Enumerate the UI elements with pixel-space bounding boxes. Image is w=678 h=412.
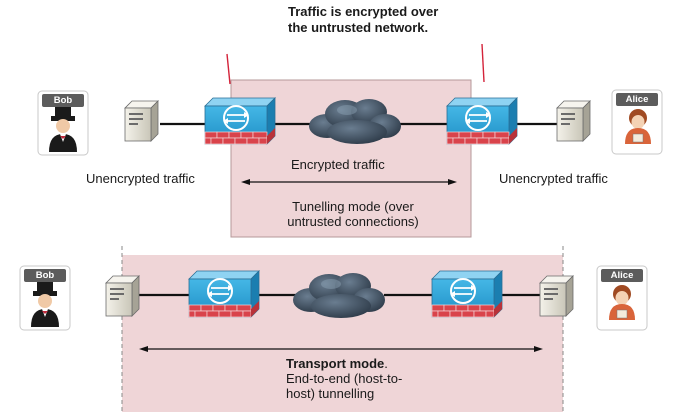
bob-label: Bob [42,94,84,107]
transport-mode-label: Transport mode. End-to-end (host-to- hos… [286,356,402,401]
right-firewall-vpn-icon [446,97,518,145]
left-gateway-icon [188,270,260,318]
alice-label: Alice [616,93,658,106]
tunnel-mode-line1: Tunelling mode (over [292,199,414,214]
left-unencrypted-traffic-label: Unencrypted traffic [86,171,195,186]
right-unencrypted-traffic-label: Unencrypted traffic [499,171,608,186]
boundary-marker-right [481,43,485,83]
alice-label-transport: Alice [601,269,643,282]
transport-mode-title: Transport mode [286,356,385,371]
bob-host-server-icon [105,275,140,317]
bob-label-transport: Bob [24,269,66,282]
left-firewall-vpn-icon [204,97,276,145]
right-gateway-icon [431,270,503,318]
transport-mode-title-suffix: . [384,356,388,371]
boundary-marker-left [226,53,231,85]
alice-server-icon [556,100,591,142]
tunnel-mode-label: Tunelling mode (over untrusted connectio… [268,199,438,229]
transport-mode-line2: host) tunnelling [286,386,375,401]
transport-mode-line1: End-to-end (host-to- [286,371,403,386]
top-caption: Traffic is encrypted over the untrusted … [288,4,439,35]
encrypted-traffic-label: Encrypted traffic [291,157,385,172]
bob-server-icon [124,100,159,142]
alice-host-server-icon [539,275,574,317]
tunnel-mode-line2: untrusted connections) [287,214,419,229]
